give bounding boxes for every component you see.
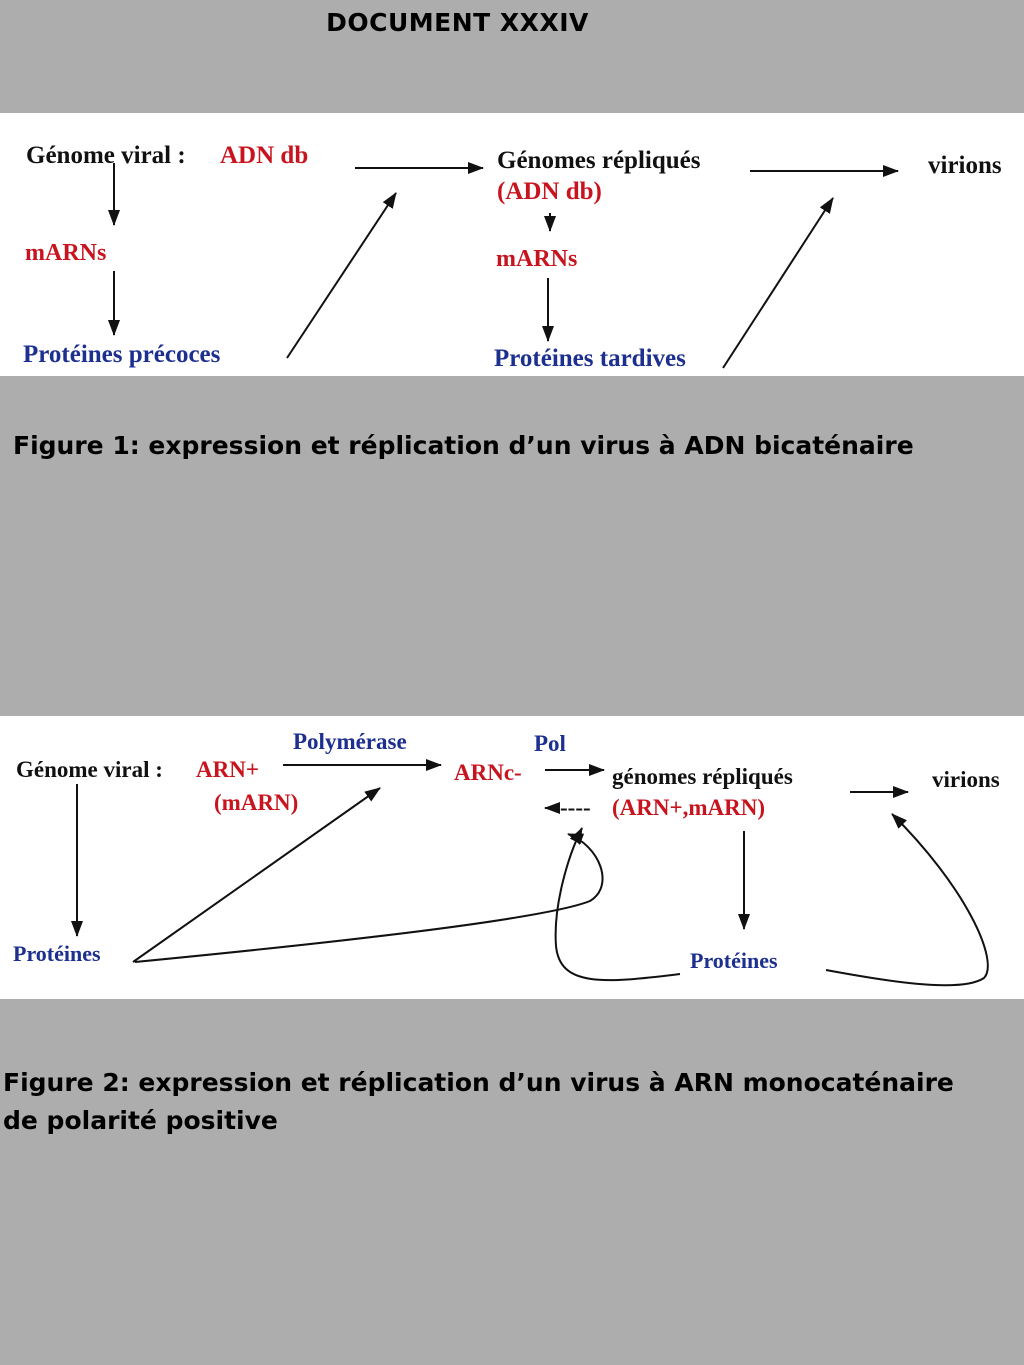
mrna-early-label: mARNs — [25, 240, 107, 266]
figure-2-arrows — [71, 759, 989, 987]
figure-1-caption: Figure 1: expression et réplication d’un… — [13, 431, 914, 460]
document-title: DOCUMENT XXXIV — [326, 8, 589, 37]
replicated-genomes-value-2: (ARN+,mARN) — [612, 795, 765, 820]
arnc-label: ARNc- — [454, 760, 522, 785]
figure-1-arrows — [108, 162, 899, 369]
arrow-proteins-to-replication-loop — [134, 833, 604, 963]
virions-label-2: virions — [932, 767, 1000, 792]
replicated-genomes-value: (ADN db) — [497, 178, 602, 205]
arrow-proteins-to-polymerase — [132, 787, 381, 963]
polymerase-label: Polymérase — [293, 729, 407, 754]
figure-2-caption-line-1: Figure 2: expression et réplication d’un… — [3, 1068, 954, 1097]
genome-label-2: Génome viral : — [16, 757, 163, 782]
arrow-early-proteins-to-replication — [286, 192, 397, 359]
early-proteins-label: Protéines précoces — [23, 341, 221, 368]
virions-label: virions — [928, 152, 1002, 179]
figure-2-diagram: Génome viral : ARN+ (mARN) Polymérase AR… — [0, 716, 1024, 999]
replicated-genomes-label-2: génomes répliqués — [612, 764, 793, 789]
genome-value-marn: (mARN) — [214, 790, 299, 815]
replicated-genomes-label: Génomes répliqués — [497, 147, 701, 174]
arrow-proteins-to-virions — [825, 813, 989, 987]
genome-value: ADN db — [220, 142, 309, 169]
arrow-late-proteins-to-virions — [722, 197, 834, 369]
arrow-right-proteins-loop — [554, 827, 681, 982]
pol-label: Pol — [534, 731, 566, 756]
late-proteins-label: Protéines tardives — [494, 345, 686, 372]
dashed-return-label: ---- — [560, 795, 591, 820]
genome-value-arn: ARN+ — [196, 757, 259, 782]
proteins-right-label: Protéines — [690, 948, 778, 973]
proteins-left-label: Protéines — [13, 941, 101, 966]
genome-label: Génome viral : — [26, 142, 186, 169]
figure-1-diagram: Génome viral : ADN db mARNs Protéines pr… — [0, 113, 1024, 376]
figure-2-caption-line-2: de polarité positive — [3, 1106, 278, 1135]
mrna-late-label: mARNs — [496, 246, 578, 272]
